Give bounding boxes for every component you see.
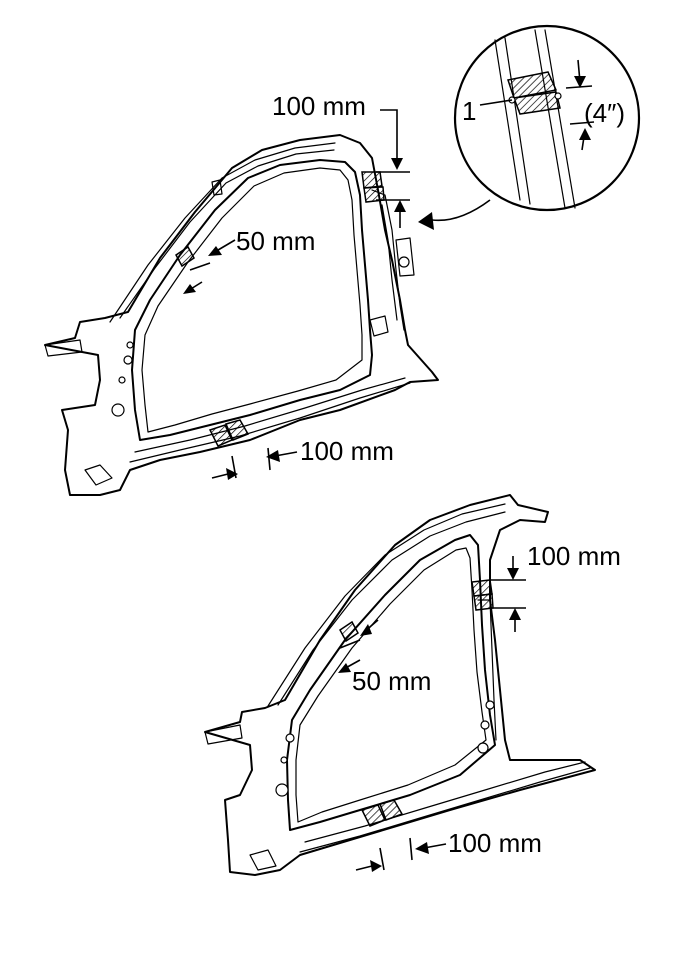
top-roof-rail-dimension-label: 100 mm [272,91,366,121]
top-windshield-pillar-dimension-label: 50 mm [236,226,315,256]
callout-item-number: 1 [462,96,476,126]
bottom-rocker-dimension-label: 100 mm [448,828,542,858]
top-dimension-marks [183,109,410,480]
bottom-body-side-panel [204,494,596,876]
top-rocker-dimension-label: 100 mm [300,436,394,466]
callout-dimension-label: (4″) [584,98,625,128]
bottom-roof-rail-dimension-label: 100 mm [527,541,621,571]
bottom-dimension-marks [338,556,526,872]
top-body-side-panel [44,134,439,496]
bottom-windshield-pillar-dimension-label: 50 mm [352,666,431,696]
detail-callout [418,24,641,230]
